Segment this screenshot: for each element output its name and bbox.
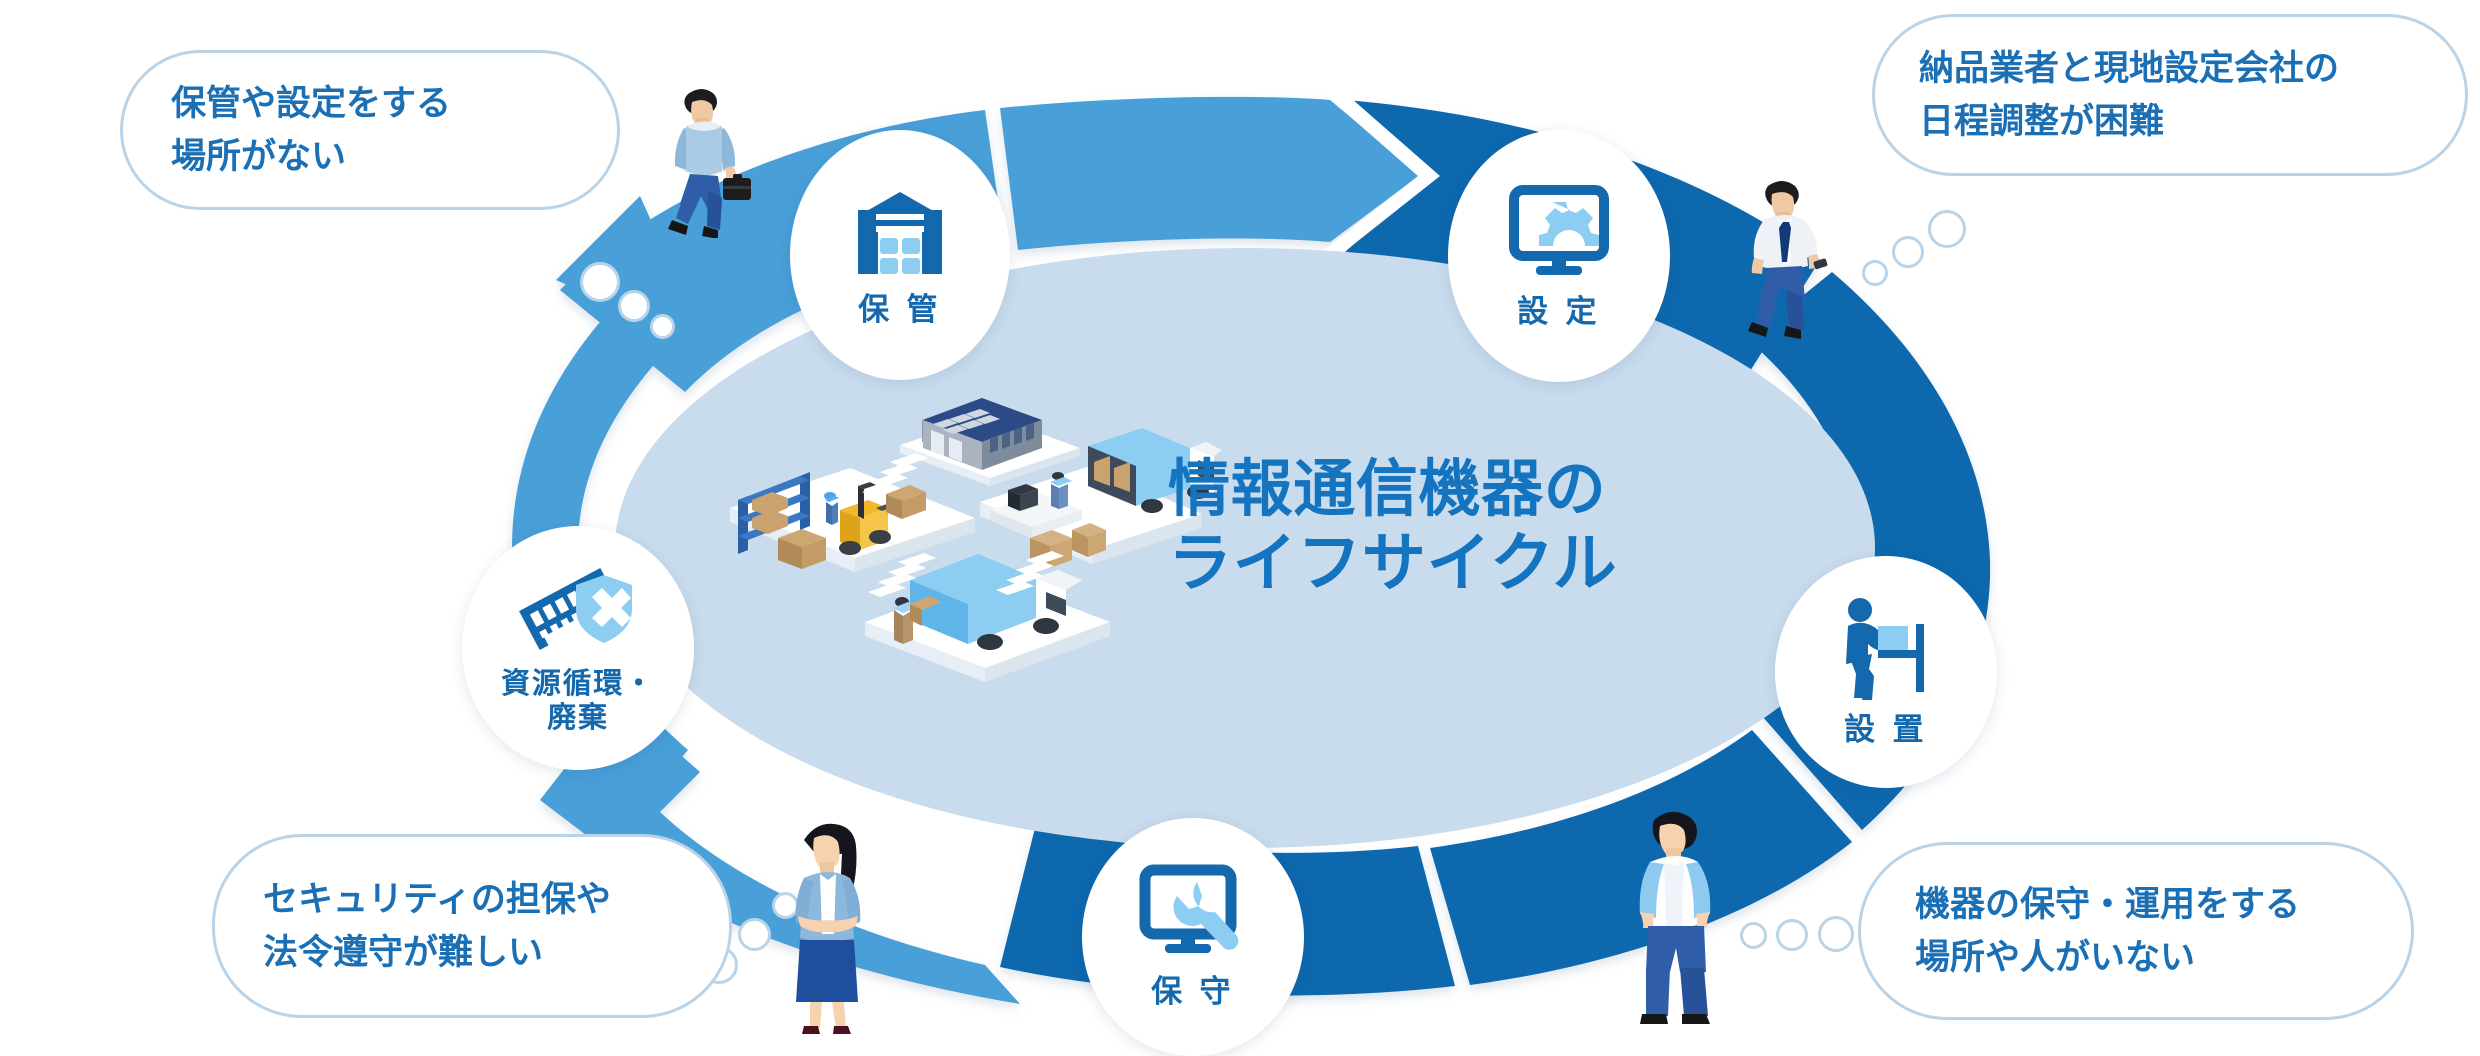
bubble-scheduling-line2: 日程調整が困難	[1919, 102, 2165, 141]
memory-shield-x-icon	[518, 561, 638, 657]
bubble-maintenance[interactable]: 機器の保守・運用をする 場所や人がいない	[1858, 842, 2414, 1020]
bubble-maintenance-line2: 場所や人がいない	[1915, 938, 2196, 977]
bubble-security-line2: 法令遵守が難しい	[263, 933, 544, 972]
bubble-scheduling-tail	[1842, 210, 1966, 290]
tail-dot-medium	[1892, 236, 1924, 268]
bubble-security[interactable]: セキュリティの担保や 法令遵守が難しい	[212, 834, 732, 1018]
bubble-storage-tail	[580, 262, 700, 342]
iso-path-stripes	[862, 453, 1064, 597]
iso-worker-desk	[1050, 472, 1072, 509]
monitor-wrench-icon	[1137, 864, 1249, 962]
ring-segment-top	[1000, 96, 1420, 250]
node-install-label: 設 置	[1844, 711, 1928, 747]
bubble-security-line1: セキュリティの担保や	[263, 879, 611, 919]
bubble-maintenance-line1: 機器の保守・運用をする	[1915, 884, 2301, 924]
node-recycle[interactable]: 資源循環・ 廃棄	[462, 526, 694, 770]
person-businessman-phone	[1748, 181, 1828, 339]
tail-dot-medium	[738, 918, 771, 951]
iso-truck-bottom	[910, 554, 1082, 650]
iso-boxes-right	[1030, 523, 1106, 568]
monitor-gear-icon	[1506, 182, 1612, 280]
ring-segment-maintenance	[1430, 730, 1852, 985]
person-installing-icon	[1834, 596, 1938, 700]
node-storage[interactable]: 保 管	[790, 130, 1010, 380]
iso-worker-left	[824, 492, 839, 525]
bubble-scheduling-line1: 納品業者と現地設定会社の	[1919, 48, 2340, 88]
center-ellipse	[615, 248, 1875, 848]
person-casual-man	[1639, 811, 1711, 1024]
iso-truck-right	[1088, 428, 1222, 513]
bubble-storage[interactable]: 保管や設定をする 場所がない	[120, 50, 620, 210]
center-title-line1: 情報通信機器の	[1168, 455, 1607, 524]
iso-worker-bottom	[893, 596, 942, 644]
bubble-maintenance-tail	[1718, 916, 1858, 956]
person-businessman-briefcase	[668, 89, 751, 238]
iso-pallet-stack	[778, 529, 826, 569]
node-maintenance[interactable]: 保 守	[1082, 818, 1304, 1056]
tail-dot-large	[580, 262, 620, 302]
person-businesswoman	[795, 823, 861, 1034]
node-install[interactable]: 設 置	[1775, 556, 1997, 788]
node-maintenance-label: 保 守	[1151, 973, 1235, 1009]
bubble-scheduling[interactable]: 納品業者と現地設定会社の 日程調整が困難	[1872, 14, 2468, 176]
tail-dot-medium	[1776, 919, 1808, 951]
bubble-storage-line1: 保管や設定をする	[171, 83, 452, 123]
tail-dot-small	[1740, 922, 1767, 949]
tail-dot-medium	[618, 290, 650, 322]
warehouse-icon	[846, 182, 954, 278]
tail-dot-large	[1928, 210, 1966, 248]
bubble-storage-line2: 場所がない	[171, 137, 347, 176]
tail-dot-small	[1862, 260, 1888, 286]
center-title: 情報通信機器の ライフサイクル	[1168, 455, 1617, 600]
ring-separators	[1322, 92, 1440, 252]
node-recycle-label-line1: 資源循環・	[501, 667, 655, 700]
tail-dot-large	[1818, 916, 1854, 952]
iso-forklift	[839, 482, 926, 555]
center-title-line2: ライフサイクル	[1168, 526, 1618, 599]
iso-pallet-rack	[738, 472, 810, 554]
iso-warehouse-building	[922, 398, 1042, 470]
isometric-logistics-illustration	[730, 398, 1222, 682]
tail-dot-small	[650, 314, 675, 339]
node-storage-label: 保 管	[858, 291, 942, 327]
node-setup-label: 設 定	[1517, 293, 1601, 329]
node-recycle-label-line2: 廃棄	[547, 702, 609, 734]
node-setup[interactable]: 設 定	[1448, 130, 1670, 382]
